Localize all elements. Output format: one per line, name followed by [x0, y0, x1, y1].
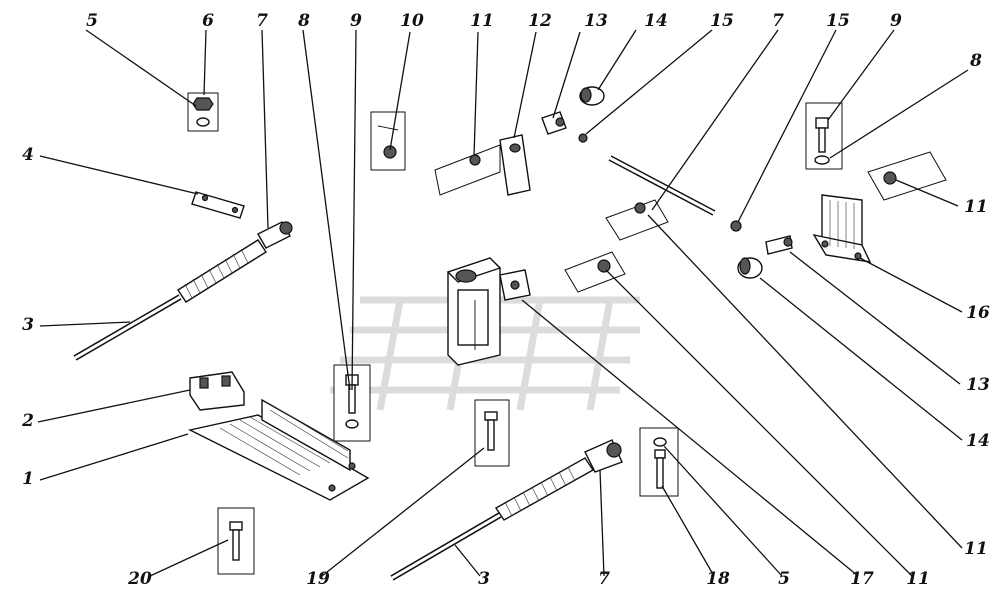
callout-4: 4 — [22, 145, 34, 165]
bolt-tag-18 — [639, 427, 679, 497]
leader-lines — [37, 29, 969, 577]
callout-9: 9 — [350, 11, 362, 31]
callout-9: 9 — [890, 11, 902, 31]
callout-10: 10 — [400, 11, 424, 31]
small-plate — [191, 191, 245, 219]
nut-tag-right — [867, 151, 947, 201]
callout-6: 6 — [202, 11, 214, 31]
callout-20: 20 — [127, 569, 152, 589]
callout-15: 15 — [710, 11, 734, 31]
callout-13: 13 — [584, 11, 608, 31]
clamp-block — [189, 371, 245, 411]
ball-right — [730, 220, 742, 232]
callout-7: 7 — [598, 569, 610, 589]
callout-19: 19 — [306, 569, 330, 589]
callout-5: 5 — [778, 569, 790, 589]
bushing-upper — [579, 86, 605, 106]
bushing-right — [737, 257, 763, 279]
callout-2: 2 — [21, 411, 34, 431]
mounting-plate — [187, 398, 370, 501]
callout-7: 7 — [256, 11, 268, 31]
lever-body — [446, 257, 531, 366]
callout-11: 11 — [964, 539, 988, 559]
callout-11: 11 — [470, 11, 494, 31]
callout-1: 1 — [22, 469, 34, 489]
bolt-tag-right — [805, 102, 843, 170]
callout-12: 12 — [528, 11, 552, 31]
callout-3: 3 — [478, 569, 490, 589]
pin-right — [765, 235, 793, 255]
callout-8: 8 — [969, 51, 982, 71]
callout-14: 14 — [644, 11, 668, 31]
cable-upper — [73, 221, 293, 361]
callout-15: 15 — [826, 11, 850, 31]
callout-11: 11 — [964, 197, 988, 217]
callout-13: 13 — [966, 375, 990, 395]
bolt-tag-20 — [217, 507, 255, 575]
callout-8: 8 — [297, 11, 310, 31]
callouts: 5 6 7 8 9 10 11 12 13 14 15 7 15 9 8 4 1… — [21, 11, 990, 589]
clevis-tag — [434, 134, 531, 196]
callout-18: 18 — [706, 569, 730, 589]
callout-14: 14 — [966, 431, 990, 451]
rod — [608, 155, 716, 216]
callout-11: 11 — [906, 569, 930, 589]
callout-16: 16 — [966, 303, 990, 323]
tag-mid-lower — [564, 251, 626, 293]
tag-mid-upper — [605, 199, 669, 241]
right-bracket — [812, 194, 872, 263]
callout-17: 17 — [850, 569, 874, 589]
cable-lower — [390, 439, 623, 581]
callout-3: 3 — [22, 315, 34, 335]
callout-5: 5 — [86, 11, 98, 31]
bolt-tag-19 — [474, 399, 510, 467]
nut-tag-10 — [370, 111, 406, 171]
callout-7: 7 — [772, 11, 784, 31]
ball-upper — [578, 133, 588, 143]
nut-washer-tag — [187, 92, 219, 132]
